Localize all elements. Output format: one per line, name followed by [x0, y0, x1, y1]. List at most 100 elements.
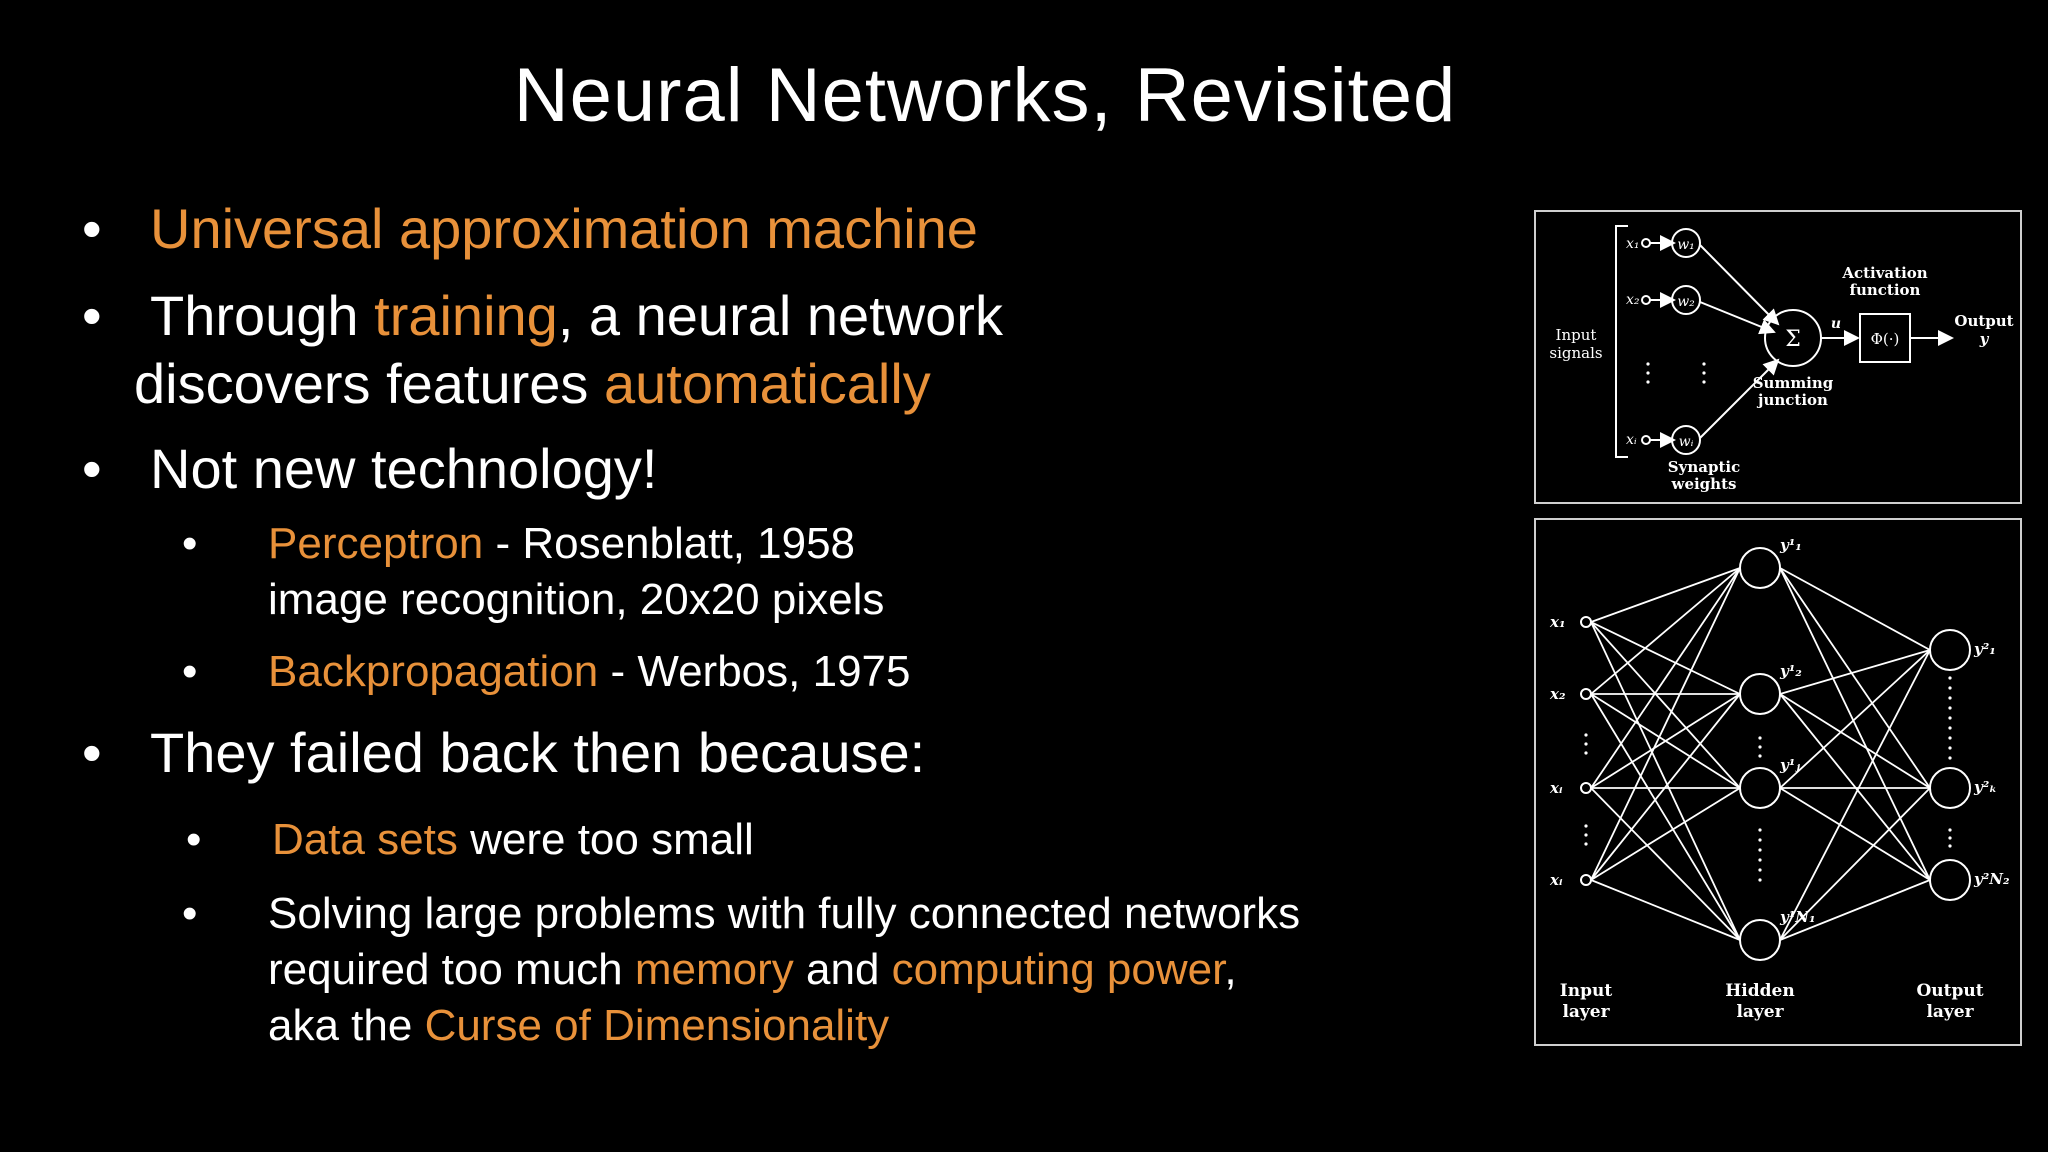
bullet-dot: •: [82, 284, 102, 347]
bullet-text-highlight: training: [374, 284, 558, 347]
connection-line: [1590, 787, 1741, 881]
bullet-text-highlight: memory: [634, 945, 794, 994]
phi-symbol: Φ(·): [1871, 330, 1900, 348]
input-signals-label: Input: [1556, 326, 1597, 344]
input-node: [1641, 238, 1651, 248]
weight-w1-label: w₁: [1677, 237, 1695, 253]
bullet-text: Through: [150, 284, 375, 347]
hidden-node: [1739, 673, 1781, 715]
connection-line: [1779, 649, 1931, 695]
bullet-dot: •: [182, 889, 198, 938]
connection-line: [1779, 649, 1931, 789]
hidden-node-label: y¹ⱼ: [1779, 756, 1800, 774]
bullet-not-new-technology: • Not new technology!: [82, 436, 658, 501]
output-node-label: y²₁: [1973, 640, 1996, 658]
weight-node: [1671, 285, 1701, 315]
input-brace: [1615, 225, 1628, 458]
input-node: [1580, 616, 1592, 628]
hidden-node-label: y¹₁: [1779, 536, 1802, 554]
summing-junction-label: Summing: [1753, 374, 1834, 392]
output-layer-label: Output: [1916, 981, 1983, 1001]
bullet-text-highlight: Universal approximation machine: [150, 197, 978, 260]
bullet-failed-because: • They failed back then because:: [82, 720, 926, 785]
input-layer-label: layer: [1562, 1002, 1610, 1022]
output-node-label: y²N₂: [1973, 870, 2010, 888]
subbullet-data-sets: • Data sets were too small: [186, 812, 754, 868]
input-layer-label: Input: [1560, 981, 1613, 1001]
weight-node: [1671, 228, 1701, 258]
ellipsis-dots: [1646, 362, 1706, 384]
bullet-text: Solving large problems with fully connec…: [268, 889, 1301, 938]
bullet-text-highlight: Data sets: [272, 815, 458, 864]
bullet-text: - Rosenblatt, 1958: [483, 519, 856, 568]
connection-line: [1590, 621, 1741, 941]
subbullet-perceptron: • Perceptron - Rosenblatt, 1958 image re…: [182, 516, 885, 628]
weight-node: [1671, 425, 1701, 455]
output-label: y: [1979, 330, 1990, 348]
activation-function-label: function: [1850, 281, 1921, 299]
synaptic-weights-label: Synaptic: [1668, 458, 1740, 476]
connection-line: [1699, 358, 1780, 439]
connection-line: [1590, 693, 1741, 789]
input-xi-label: xᵢ: [1626, 432, 1637, 448]
output-node: [1929, 767, 1971, 809]
input-node-label: x₂: [1549, 685, 1566, 703]
connection-line: [1590, 787, 1741, 941]
hidden-node: [1739, 919, 1781, 961]
hidden-node-label: y¹N₁: [1779, 908, 1816, 926]
bullet-text: They failed back then because:: [150, 721, 926, 784]
connection-line: [1590, 621, 1741, 789]
bullet-dot: •: [82, 721, 102, 784]
input-node: [1641, 295, 1651, 305]
connection-line: [1590, 567, 1741, 695]
bullet-text: were too small: [457, 815, 754, 864]
weight-wi-label: wᵢ: [1679, 434, 1694, 450]
input-node: [1641, 435, 1651, 445]
hidden-node-label: y¹₂: [1779, 662, 1802, 680]
slide-title: Neural Networks, Revisited: [513, 53, 1457, 138]
summing-junction-label: junction: [1756, 391, 1828, 409]
connection-line: [1590, 621, 1741, 695]
connection-line: [1779, 567, 1931, 789]
u-label: u: [1831, 316, 1841, 332]
input-node-label: x₁: [1549, 613, 1566, 631]
bullet-dot: •: [82, 197, 102, 260]
perceptron-svg: Input signals x₁ w₁ x₂ w₂ xᵢ wᵢ Σ Summin…: [1549, 225, 2014, 493]
hidden-node: [1739, 547, 1781, 589]
connection-line: [1779, 693, 1931, 881]
hidden-node: [1739, 767, 1781, 809]
bullet-text: image recognition, 20x20 pixels: [268, 575, 885, 624]
connection-line: [1779, 879, 1931, 941]
sigma-symbol: Σ: [1785, 327, 1801, 352]
input-node-label: xᵢ: [1549, 779, 1563, 797]
bullet-universal-approximation: • Universal approximation machine: [82, 196, 978, 261]
connection-line: [1699, 301, 1776, 335]
bullet-text-highlight: automatically: [603, 352, 931, 415]
subbullet-curse-of-dimensionality: • Solving large problems with fully conn…: [182, 886, 1301, 1054]
connection-line: [1590, 879, 1741, 941]
input-node: [1580, 688, 1592, 700]
perceptron-diagram: Input signals x₁ w₁ x₂ w₂ xᵢ wᵢ Σ Summin…: [1534, 210, 2022, 504]
bullet-text: Not new technology!: [150, 437, 658, 500]
output-node-label: y²ₖ: [1973, 778, 1997, 796]
weight-w2-label: w₂: [1677, 294, 1695, 310]
bullet-text: and: [793, 945, 892, 994]
output-label: Output: [1954, 312, 2013, 330]
output-layer-label: layer: [1926, 1002, 1974, 1022]
bullet-text: ,: [1224, 945, 1237, 994]
connection-line: [1590, 567, 1741, 789]
connection-line: [1590, 567, 1741, 623]
connection-line: [1779, 649, 1931, 941]
connection-line: [1590, 693, 1741, 941]
input-x2-label: x₂: [1626, 292, 1640, 308]
hidden-layer-label: layer: [1736, 1002, 1784, 1022]
bullet-training: • Through training, a neural network: [82, 281, 1003, 351]
bullet-text: required too much: [268, 945, 635, 994]
bullet-dot: •: [82, 437, 102, 500]
bullet-text-highlight: computing power: [891, 945, 1225, 994]
bullet-text-highlight: Perceptron: [268, 519, 484, 568]
bullet-text: , a neural network: [557, 284, 1003, 347]
